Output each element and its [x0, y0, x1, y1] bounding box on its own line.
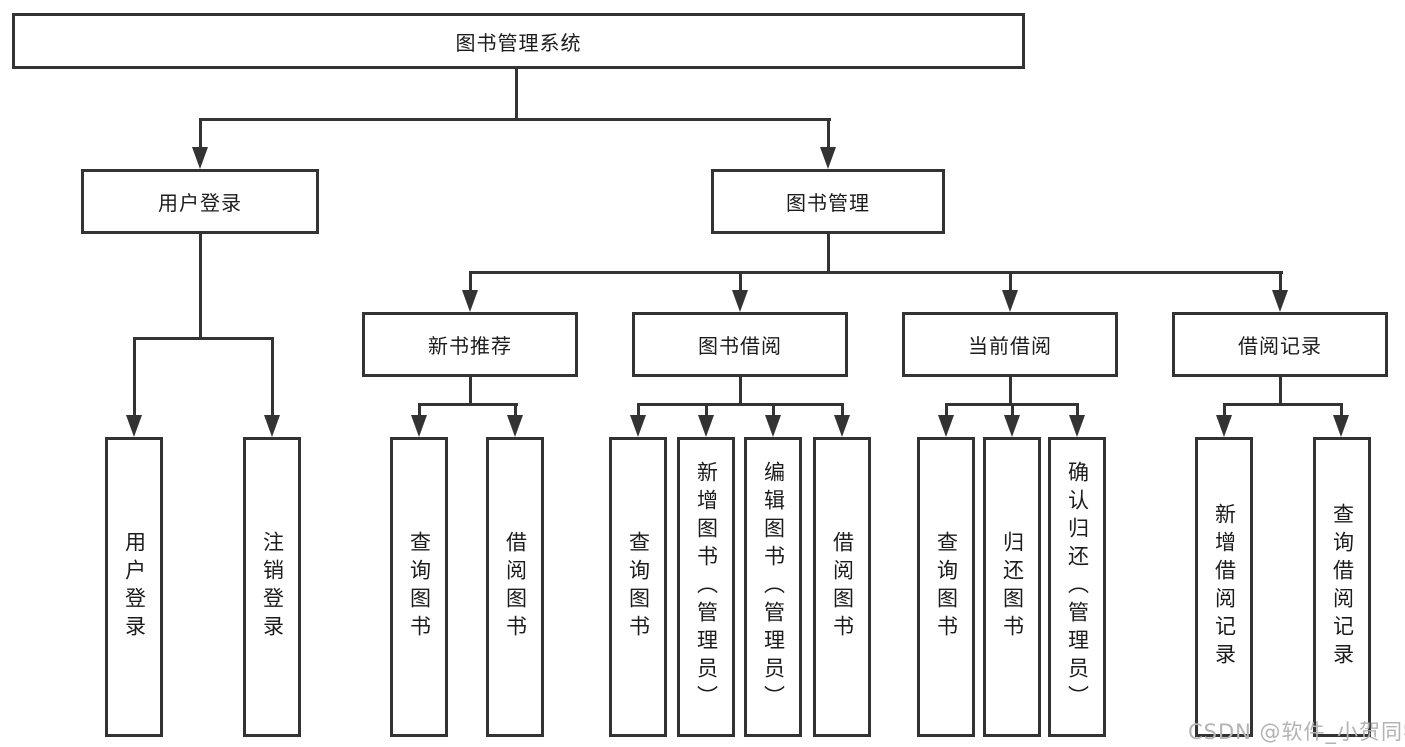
watermark: CSDN @软件_小贺同学 [1188, 720, 1405, 744]
leaf-logout: 注销登录 [243, 437, 301, 737]
arrow-down-icon [507, 415, 523, 437]
node-book-borrowing: 图书借阅 [632, 312, 848, 377]
connector-drop-leaf [1076, 403, 1079, 417]
node-user-login: 用户登录 [81, 169, 319, 234]
connector-drop-leaf [514, 403, 517, 417]
arrow-down-icon [462, 290, 478, 312]
connector-drop-user [199, 118, 202, 150]
connector-drop-leaf [945, 403, 948, 417]
node-system-root: 图书管理系统 [12, 13, 1025, 69]
leaf-query-books-current-label: 查询图书 [934, 531, 959, 643]
connector-section-horizontal [1223, 403, 1343, 406]
arrow-down-icon [938, 415, 954, 437]
arrow-down-icon [1069, 415, 1085, 437]
leaf-query-books-recommend: 查询图书 [390, 437, 448, 737]
connector-drop-book [827, 118, 830, 150]
connector-user-horizontal [133, 337, 274, 340]
connector-section-trunk [1279, 377, 1282, 406]
leaf-edit-books-admin-label: 编辑图书（管理员） [761, 461, 786, 713]
arrow-down-icon [820, 147, 836, 169]
arrow-down-icon [1002, 290, 1018, 312]
leaf-query-borrow-record-label: 查询借阅记录 [1330, 503, 1355, 671]
leaf-borrow-books: 借阅图书 [813, 437, 871, 737]
connector-drop-section [1009, 271, 1012, 292]
node-new-book-recommend-label: 新书推荐 [428, 334, 512, 358]
connector-book-horizontal [469, 271, 1283, 274]
arrow-down-icon [1333, 415, 1349, 437]
node-book-management-label: 图书管理 [786, 191, 870, 215]
leaf-add-books-admin: 新增图书（管理员） [677, 437, 735, 737]
arrow-down-icon [698, 415, 714, 437]
node-borrow-records-label: 借阅记录 [1238, 334, 1322, 358]
leaf-add-books-admin-label: 新增图书（管理员） [694, 461, 719, 713]
node-user-login-label: 用户登录 [158, 191, 242, 215]
leaf-query-books-current: 查询图书 [917, 437, 975, 737]
connector-drop-leaf [133, 337, 136, 417]
connector-drop-section [469, 271, 472, 292]
arrow-down-icon [126, 415, 142, 437]
connector-drop-leaf [1011, 403, 1014, 417]
node-new-book-recommend: 新书推荐 [362, 312, 578, 377]
leaf-add-borrow-record: 新增借阅记录 [1195, 437, 1253, 737]
leaf-return-books-label: 归还图书 [1000, 531, 1025, 643]
connector-drop-leaf [637, 403, 640, 417]
connector-root-horizontal [199, 118, 831, 121]
leaf-user-login: 用户登录 [105, 437, 163, 737]
arrow-down-icon [834, 415, 850, 437]
leaf-confirm-return-admin-label: 确认归还（管理员） [1065, 461, 1090, 713]
leaf-add-borrow-record-label: 新增借阅记录 [1212, 503, 1237, 671]
arrow-down-icon [1216, 415, 1232, 437]
leaf-borrow-books-label: 借阅图书 [830, 531, 855, 643]
leaf-borrow-books-recommend-label: 借阅图书 [503, 531, 528, 643]
connector-drop-leaf [772, 403, 775, 417]
connector-user-trunk [199, 234, 202, 340]
leaf-return-books: 归还图书 [983, 437, 1041, 737]
connector-drop-leaf [418, 403, 421, 417]
connector-section-trunk [469, 377, 472, 406]
connector-drop-leaf [705, 403, 708, 417]
node-borrow-records: 借阅记录 [1172, 312, 1388, 377]
leaf-query-books-recommend-label: 查询图书 [407, 531, 432, 643]
leaf-borrow-books-recommend: 借阅图书 [486, 437, 544, 737]
arrow-down-icon [1272, 290, 1288, 312]
arrow-down-icon [411, 415, 427, 437]
connector-drop-leaf [841, 403, 844, 417]
connector-drop-section [739, 271, 742, 292]
arrow-down-icon [1004, 415, 1020, 437]
connector-section-trunk [1009, 377, 1012, 406]
node-system-root-label: 图书管理系统 [455, 30, 582, 55]
arrow-down-icon [264, 415, 280, 437]
connector-section-horizontal [418, 403, 518, 406]
connector-drop-leaf [271, 337, 274, 417]
leaf-confirm-return-admin: 确认归还（管理员） [1048, 437, 1106, 737]
connector-book-trunk [827, 234, 830, 273]
node-current-borrowing-label: 当前借阅 [968, 334, 1052, 358]
arrow-down-icon [630, 415, 646, 437]
leaf-query-books-borrowing: 查询图书 [609, 437, 667, 737]
connector-section-horizontal [637, 403, 844, 406]
node-book-borrowing-label: 图书借阅 [698, 334, 782, 358]
node-current-borrowing: 当前借阅 [902, 312, 1118, 377]
connector-section-trunk [739, 377, 742, 406]
arrow-down-icon [732, 290, 748, 312]
connector-drop-section [1279, 271, 1282, 292]
arrow-down-icon [765, 415, 781, 437]
leaf-edit-books-admin: 编辑图书（管理员） [744, 437, 802, 737]
connector-drop-leaf [1340, 403, 1343, 417]
arrow-down-icon [192, 147, 208, 169]
leaf-query-borrow-record: 查询借阅记录 [1313, 437, 1371, 737]
connector-root-trunk [515, 68, 518, 120]
node-book-management: 图书管理 [711, 169, 945, 234]
leaf-logout-label: 注销登录 [260, 531, 285, 643]
leaf-query-books-borrowing-label: 查询图书 [626, 531, 651, 643]
connector-drop-leaf [1223, 403, 1226, 417]
leaf-user-login-label: 用户登录 [122, 531, 147, 643]
